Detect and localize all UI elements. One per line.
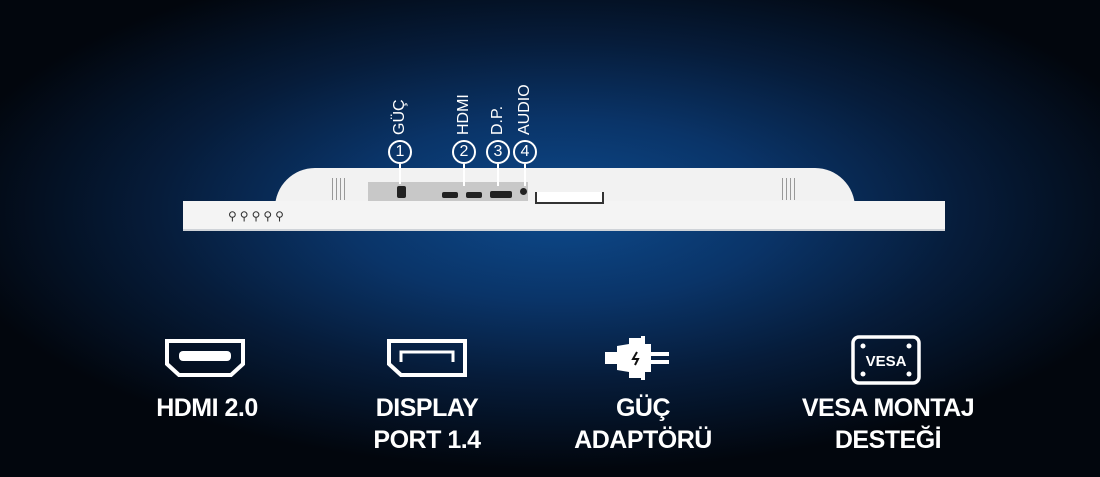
port-label: AUDIO — [516, 84, 533, 135]
port-panel — [368, 182, 528, 201]
feature-label: DESTEĞİ — [834, 426, 942, 454]
vesa-badge-text: VESA — [866, 353, 907, 370]
port-label: GÜÇ — [391, 99, 408, 135]
vent-right — [782, 178, 798, 200]
feature-displayport: DISPLAY PORT 1.4 — [307, 392, 547, 456]
feature-label: ADAPTÖRÜ — [574, 426, 712, 454]
monitor-bottom-edge — [183, 201, 945, 231]
displayport-port — [490, 191, 512, 198]
port-pointer — [524, 164, 526, 186]
feature-label: PORT 1.4 — [373, 426, 481, 454]
audio-port — [520, 188, 527, 195]
control-buttons-icon: ⚲⚲⚲⚲⚲ — [228, 209, 287, 223]
hdmi-port-2 — [466, 192, 482, 198]
feature-vesa: VESA MONTAJ DESTEĞİ — [768, 392, 1008, 456]
port-number: 4 — [513, 140, 537, 164]
port-pointer — [497, 164, 499, 186]
feature-power-adapter: GÜÇ ADAPTÖRÜ — [523, 392, 763, 456]
port-number: 1 — [388, 140, 412, 164]
port-number: 3 — [486, 140, 510, 164]
vesa-icon: VESA — [851, 335, 921, 385]
port-pointer — [463, 164, 465, 186]
port-label: HDMI — [455, 94, 472, 135]
hdmi-port-1 — [442, 192, 458, 198]
vent-left — [332, 178, 348, 200]
displayport-icon — [387, 339, 467, 377]
power-adapter-icon — [605, 336, 669, 380]
port-label: D.P. — [489, 105, 506, 135]
stand-mount — [535, 192, 604, 204]
feature-label: HDMI 2.0 — [156, 394, 258, 422]
port-number: 2 — [452, 140, 476, 164]
hdmi-icon — [165, 339, 245, 377]
feature-hdmi: HDMI 2.0 — [87, 392, 327, 424]
feature-label: GÜÇ — [615, 394, 671, 422]
port-pointer — [399, 164, 401, 184]
power-port — [397, 186, 406, 198]
feature-label: VESA MONTAJ — [801, 394, 975, 422]
feature-label: DISPLAY — [375, 394, 479, 422]
